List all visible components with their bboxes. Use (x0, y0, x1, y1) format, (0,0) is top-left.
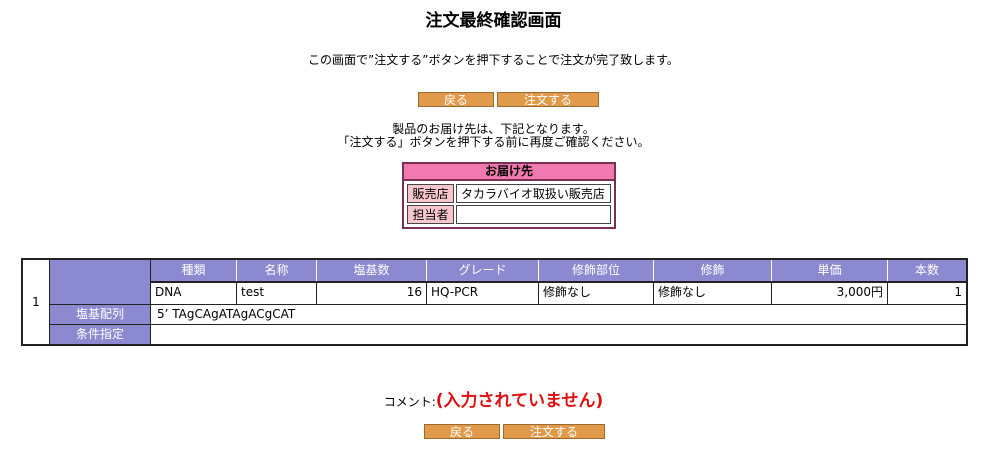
header-divider (151, 281, 966, 283)
row-divider-1 (50, 304, 966, 305)
row-number: 1 (23, 260, 50, 344)
instruction-text: この画面で”注文する”ボタンを押下することで注文が完了致します。 (308, 53, 679, 67)
item-label-block (50, 260, 151, 304)
order-table: 1 種類 名称 塩基数 グレード 修飾部位 修飾 単価 本数 DNA test … (21, 258, 968, 346)
cell-mod-site: 修飾なし (539, 283, 654, 304)
delivery-header: お届け先 (404, 164, 614, 181)
sequence-label: 塩基配列 (50, 305, 151, 324)
header-type: 種類 (151, 260, 237, 281)
cell-unit-price: 3,000円 (772, 283, 888, 304)
header-mod-site: 修飾部位 (539, 260, 654, 281)
row-divider-2 (50, 324, 966, 325)
shop-label: 販売店 (407, 184, 454, 203)
delivery-row-shop: 販売店 タカラバイオ取扱い販売店 (407, 184, 611, 203)
cell-name: test (237, 283, 317, 304)
cell-type: DNA (151, 283, 237, 304)
condition-value (151, 325, 966, 344)
notice-line-2: 「注文する」ボタンを押下する前に再度ご確認ください。 (337, 135, 650, 149)
back-button-top[interactable]: 戻る (418, 92, 494, 107)
cell-grade: HQ-PCR (427, 283, 539, 304)
shop-value: タカラバイオ取扱い販売店 (456, 184, 611, 203)
comment-label: コメント: (383, 395, 436, 409)
cell-bases: 16 (317, 283, 427, 304)
cell-quantity: 1 (888, 283, 966, 304)
header-bases: 塩基数 (317, 260, 427, 281)
header-mod: 修飾 (654, 260, 772, 281)
condition-label: 条件指定 (50, 325, 151, 344)
person-value (456, 205, 611, 224)
page-title: 注文最終確認画面 (425, 11, 562, 31)
sequence-value: 5’ TAgCAgATAgACgCAT (157, 307, 296, 321)
header-name: 名称 (237, 260, 317, 281)
order-button-bottom[interactable]: 注文する (503, 424, 605, 439)
order-button-top[interactable]: 注文する (497, 92, 599, 107)
header-unit-price: 単価 (772, 260, 888, 281)
comment-line: コメント:(入力されていません) (0, 386, 987, 411)
person-label: 担当者 (407, 205, 454, 224)
header-quantity: 本数 (888, 260, 966, 281)
back-button-bottom[interactable]: 戻る (424, 424, 500, 439)
delivery-box: お届け先 販売店 タカラバイオ取扱い販売店 担当者 (402, 162, 616, 229)
delivery-row-person: 担当者 (407, 205, 611, 224)
cell-mod: 修飾なし (654, 283, 772, 304)
notice-line-1: 製品のお届け先は、下記となります。 (392, 122, 595, 136)
comment-value: (入力されていません) (435, 391, 604, 411)
header-grade: グレード (427, 260, 539, 281)
